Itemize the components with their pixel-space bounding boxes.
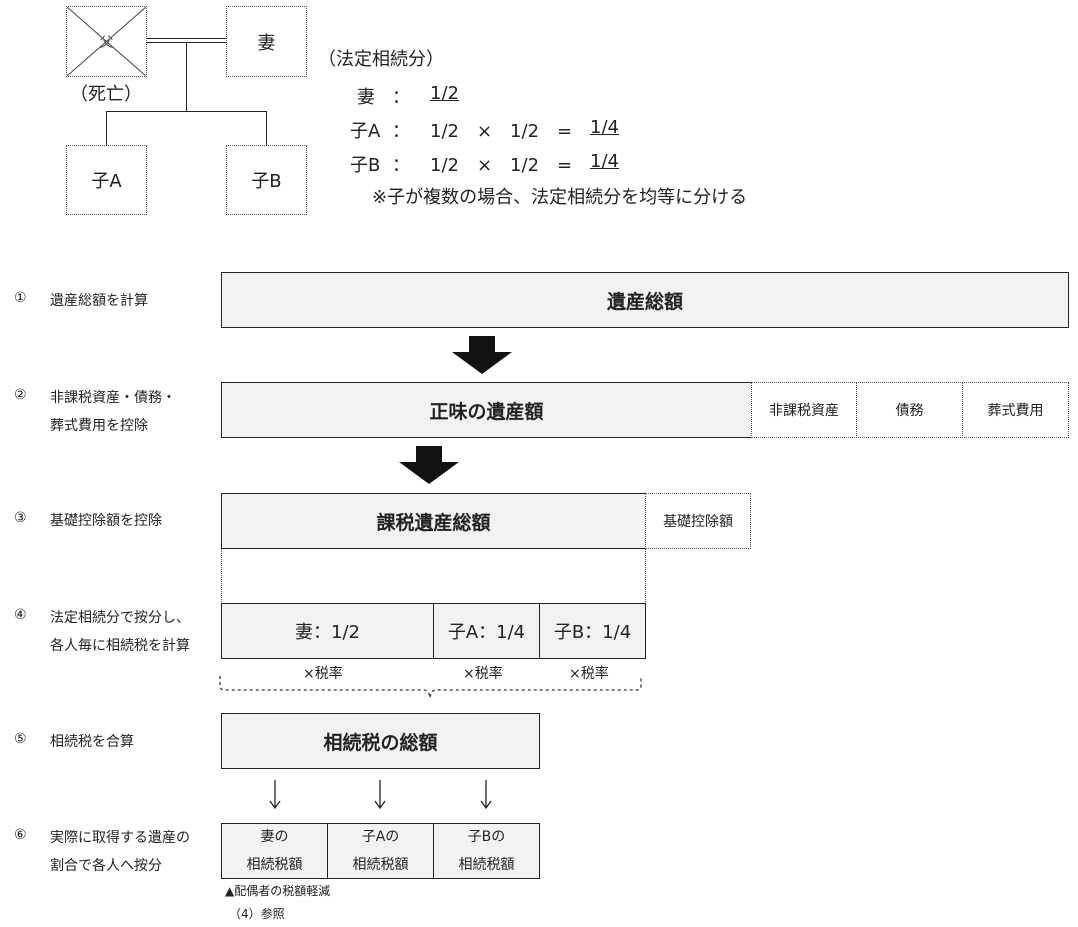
child-a-line — [106, 111, 107, 145]
legal-shares-note: ※子が複数の場合、法定相続分を均等に分ける — [372, 187, 748, 208]
taxable-estate-box: 課税遺産総額 — [221, 493, 646, 549]
legal-shares-heading: （法定相続分） — [318, 49, 444, 70]
spouse-label: 妻 — [257, 32, 276, 54]
step-3-num: ③ — [14, 510, 27, 526]
child-a-box: 子A — [66, 145, 147, 215]
step-4-text-2: 各人毎に相続税を計算 — [50, 638, 190, 654]
step-2-num: ② — [14, 387, 27, 403]
share-a-box: 子A：1/4 — [433, 603, 540, 659]
final-a-line-2: 相続税額 — [352, 857, 409, 873]
child-b-label: 子B — [251, 171, 282, 192]
deceased-note: （死亡） — [70, 84, 142, 105]
step-2-text-1: 非課税資産・債務・ — [50, 390, 176, 406]
brace-icon — [219, 676, 642, 699]
debts-label: 債務 — [895, 403, 924, 419]
nontaxable-label: 非課税資産 — [769, 403, 839, 419]
step-5-num: ⑤ — [14, 731, 27, 747]
tax-rate-spouse: ×税率 — [303, 666, 343, 682]
final-b-line-1: 子Bの — [467, 829, 506, 845]
funeral-box: 葬式費用 — [962, 382, 1069, 438]
thin-down-arrow-icon — [374, 780, 386, 810]
final-b-box: 子Bの 相続税額 — [433, 823, 540, 879]
basic-deduction-box: 基礎控除額 — [645, 493, 751, 549]
thin-down-arrow-icon — [269, 780, 281, 810]
child-a-label: 子A — [91, 171, 122, 192]
share-b-label: 子B：1/4 — [553, 622, 632, 643]
descent-line — [186, 42, 187, 112]
child-b-box: 子B — [226, 145, 307, 215]
share-row-b-label: 子B — [350, 155, 381, 176]
funeral-label: 葬式費用 — [987, 403, 1044, 419]
child-b-line — [266, 111, 267, 145]
gross-estate-label: 遺産総額 — [606, 290, 683, 313]
final-a-line-1: 子Aの — [361, 829, 400, 845]
debts-box: 債務 — [856, 382, 963, 438]
dotted-guide-left — [221, 549, 222, 604]
tax-rate-a: ×税率 — [463, 666, 503, 682]
share-row-a-colon: ： — [392, 121, 410, 142]
final-spouse-box: 妻の 相続税額 — [221, 823, 328, 879]
net-estate-label: 正味の遺産額 — [429, 400, 544, 423]
share-a-label: 子A：1/4 — [447, 622, 526, 643]
tax-rate-b: ×税率 — [569, 666, 609, 682]
share-row-b-result: 1/4 — [590, 151, 619, 172]
step-5-text: 相続税を合算 — [50, 734, 134, 750]
step-6-text-2: 割合で各人へ按分 — [50, 858, 162, 874]
final-a-box: 子Aの 相続税額 — [327, 823, 434, 879]
step-3-text: 基礎控除額を控除 — [50, 513, 162, 529]
net-estate-box: 正味の遺産額 — [221, 382, 752, 438]
step-2-text-2: 葬式費用を控除 — [50, 418, 148, 434]
thin-down-arrow-icon — [480, 780, 492, 810]
step-1-num: ① — [14, 290, 27, 306]
share-row-a-label: 子A — [350, 121, 381, 142]
dotted-guide-right — [645, 549, 646, 604]
down-arrow-icon — [399, 446, 459, 484]
share-row-a-expr: 1/2 × 1/2 = — [430, 121, 573, 142]
share-row-spouse-label: 妻 — [357, 87, 375, 108]
step-6-num: ⑥ — [14, 827, 27, 843]
share-b-box: 子B：1/4 — [539, 603, 646, 659]
share-spouse-box: 妻：1/2 — [221, 603, 434, 659]
step-1-text: 遺産総額を計算 — [50, 293, 148, 309]
share-spouse-label: 妻：1/2 — [295, 622, 360, 643]
cross-mark-icon — [67, 7, 146, 76]
marriage-line-top — [147, 38, 226, 39]
basic-deduction-label: 基礎控除額 — [663, 514, 733, 530]
step-4-text-1: 法定相続分で按分し、 — [50, 610, 190, 626]
share-row-a-result: 1/4 — [590, 117, 619, 138]
final-b-line-2: 相続税額 — [458, 857, 515, 873]
deceased-label: 父 — [99, 34, 114, 51]
spouse-box: 妻 — [226, 6, 307, 77]
gross-estate-box: 遺産総額 — [221, 272, 1069, 328]
share-row-b-colon: ： — [392, 155, 410, 176]
sibling-line — [106, 111, 266, 112]
step-6-text-1: 実際に取得する遺産の — [50, 830, 190, 846]
spouse-tax-reduction-note: ▲配偶者の税額軽減 — [225, 884, 331, 898]
nontaxable-box: 非課税資産 — [751, 382, 857, 438]
share-row-spouse-colon: ： — [392, 87, 410, 108]
final-spouse-line-2: 相続税額 — [246, 857, 303, 873]
share-row-b-expr: 1/2 × 1/2 = — [430, 155, 573, 176]
down-arrow-icon — [452, 336, 512, 374]
total-tax-box: 相続税の総額 — [221, 713, 540, 769]
share-row-spouse-result: 1/2 — [430, 83, 459, 104]
final-spouse-line-1: 妻の — [260, 829, 289, 845]
reference-note: （4）参照 — [229, 907, 285, 921]
deceased-father-box: 父 — [66, 6, 147, 77]
step-4-num: ④ — [14, 607, 27, 623]
total-tax-label: 相続税の総額 — [323, 731, 438, 754]
taxable-estate-label: 課税遺産総額 — [376, 511, 491, 534]
